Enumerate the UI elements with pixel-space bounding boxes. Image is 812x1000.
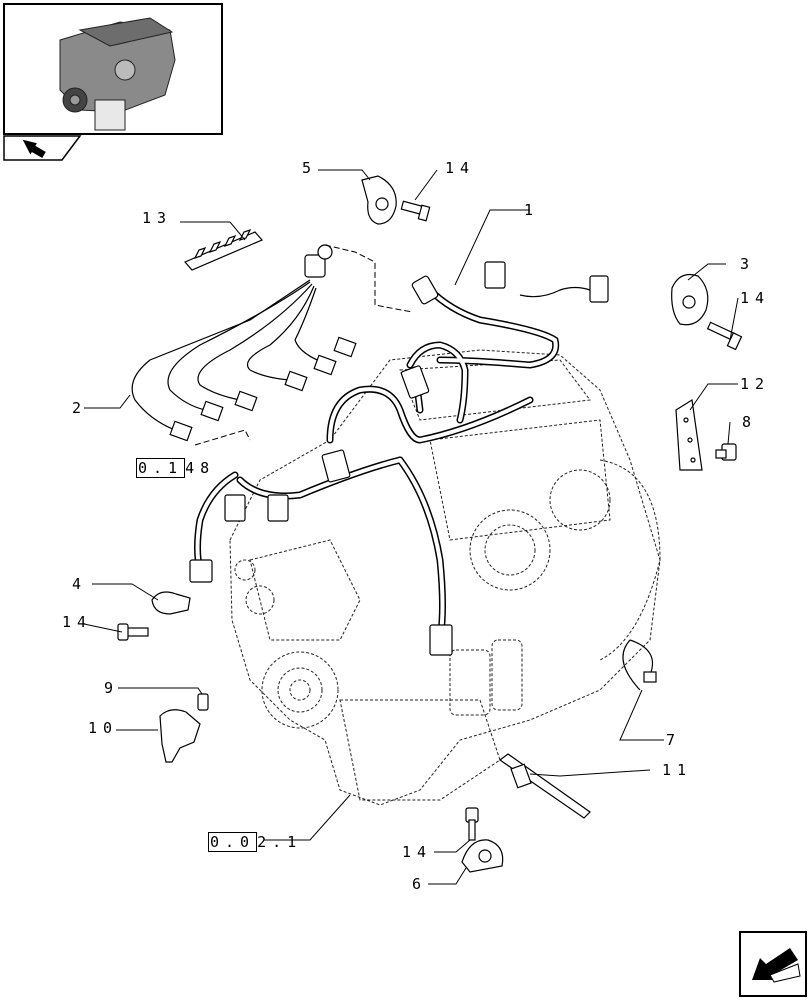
section-ref-suffix: 2.1 [257, 833, 303, 851]
part-3-clamp [671, 273, 709, 326]
callout-11: 11 [662, 761, 693, 779]
nav-back-arrow-icon[interactable] [3, 135, 82, 161]
engine-block [229, 349, 661, 806]
part-14-bolt-c [117, 623, 149, 641]
part-8-bolt [715, 443, 737, 461]
engine-thumbnail-icon[interactable] [3, 3, 223, 135]
callout-2: 2 [72, 399, 88, 417]
nav-next-arrow-icon[interactable] [739, 931, 807, 997]
callout-4: 4 [72, 575, 88, 593]
callout-14-b: 14 [740, 289, 771, 307]
callout-5: 5 [302, 159, 318, 177]
part-5-clamp [361, 175, 397, 225]
callout-6: 6 [412, 875, 428, 893]
callout-14-c: 14 [62, 613, 93, 631]
part-11-tie-strap [498, 753, 591, 819]
callout-12: 12 [740, 375, 771, 393]
section-ref-boxed: 0.0 [208, 832, 258, 852]
part-9-screw [197, 693, 209, 711]
section-ref-suffix: 48 [185, 459, 216, 477]
harness-2 [131, 244, 357, 442]
section-ref-boxed: 0.1 [136, 458, 186, 478]
part-12-plate [675, 399, 703, 471]
callout-8: 8 [742, 413, 758, 431]
part-13-connector-strip [184, 228, 263, 271]
leader-lines [83, 169, 739, 885]
callout-10: 10 [88, 719, 119, 737]
harness-1-inner [195, 288, 558, 642]
callout-1: 1 [524, 201, 540, 219]
part-10-sensor [159, 709, 201, 763]
part-4-clamp [151, 591, 191, 615]
part-7-tie [622, 639, 657, 691]
callout-3: 3 [740, 255, 756, 273]
callout-14-d: 14 [402, 843, 433, 861]
part-14-bolt-b [706, 321, 743, 351]
part-6-clamp [461, 839, 504, 873]
part-14-bolt-a [400, 200, 431, 222]
callout-7: 7 [666, 731, 682, 749]
callout-13: 13 [142, 209, 173, 227]
part-14-bolt-d [465, 807, 479, 841]
callout-9: 9 [104, 679, 120, 697]
callout-14-a: 14 [445, 159, 476, 177]
